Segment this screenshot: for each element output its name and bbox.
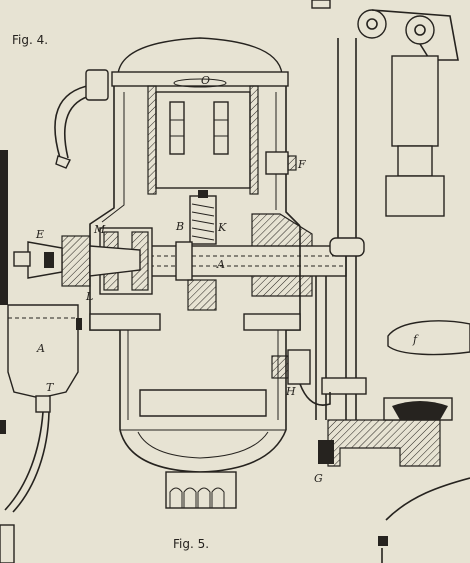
fig4-drawing bbox=[0, 150, 82, 563]
lever-pivot-left bbox=[357, 9, 387, 39]
air-inlet-pipe-inner bbox=[63, 93, 99, 159]
right-assembly bbox=[311, 0, 470, 563]
cup-ribs bbox=[169, 487, 225, 508]
tap-h-body bbox=[287, 349, 311, 385]
main-shaft bbox=[139, 245, 347, 277]
fig5-drawing bbox=[13, 37, 453, 509]
bowl-rim bbox=[139, 389, 267, 417]
label-f: F bbox=[297, 158, 306, 171]
lower-left-flange bbox=[89, 313, 161, 331]
nozzle-end bbox=[13, 251, 31, 267]
chamber-left-guide bbox=[147, 85, 157, 195]
label-a-fig5: A bbox=[216, 258, 225, 271]
fig4-pipe-right bbox=[12, 411, 50, 513]
label-e: E bbox=[35, 228, 44, 241]
spring-coils bbox=[191, 203, 215, 241]
right-lower-pipe bbox=[345, 256, 357, 420]
tap-h-handle bbox=[271, 355, 289, 379]
air-inlet-end bbox=[55, 155, 71, 169]
screw-f-body bbox=[265, 151, 289, 175]
handle-f bbox=[387, 320, 470, 356]
label-b: B bbox=[175, 220, 184, 233]
bowl-outline bbox=[119, 429, 287, 473]
cylinder-neck bbox=[397, 145, 433, 177]
label-f-lower: f bbox=[412, 333, 419, 346]
fig4-fitting bbox=[76, 318, 82, 330]
shaft-collar bbox=[175, 241, 193, 281]
feed-cup bbox=[392, 401, 448, 420]
lever-pivot-right bbox=[405, 15, 435, 45]
fig4-tap bbox=[35, 395, 51, 413]
bottom-cup bbox=[165, 471, 237, 509]
shaft-lower-block bbox=[187, 279, 217, 311]
pipe-elbow bbox=[329, 237, 365, 257]
spring-cap bbox=[198, 190, 208, 198]
tap-h-lever bbox=[299, 383, 331, 406]
cylinder-base bbox=[385, 175, 445, 217]
chamber-slot-left bbox=[169, 101, 185, 155]
valve-g bbox=[318, 440, 334, 464]
label-a-fig4: A bbox=[36, 342, 45, 355]
body-right-wall bbox=[285, 86, 301, 227]
body-left-inner bbox=[101, 92, 125, 223]
top-fitting bbox=[311, 0, 331, 9]
label-g: G bbox=[314, 472, 323, 485]
fig4-pipe-left bbox=[4, 411, 44, 511]
carburettor-top-cover bbox=[117, 37, 283, 75]
label-k: K bbox=[217, 221, 227, 234]
lower-feed-pipe bbox=[327, 419, 441, 467]
chamber-right-guide bbox=[249, 85, 259, 195]
label-t: T bbox=[46, 381, 55, 394]
right-vertical-pipe bbox=[337, 38, 357, 248]
lower-right-lug bbox=[378, 536, 388, 546]
nozzle-cone bbox=[89, 245, 141, 277]
nozzle-nut bbox=[61, 235, 91, 287]
chamber-slot-right bbox=[213, 101, 229, 155]
label-m: M bbox=[93, 223, 106, 236]
label-h: H bbox=[285, 385, 296, 398]
top-nut bbox=[173, 78, 227, 88]
cylinder-body bbox=[391, 55, 439, 147]
bowl-inner bbox=[137, 431, 269, 459]
fig4-caption: Fig. 4. bbox=[12, 33, 48, 47]
lever-arm bbox=[371, 9, 459, 61]
lower-right-flange bbox=[243, 313, 301, 331]
fig4-float-chamber bbox=[7, 304, 79, 399]
fig4-base bbox=[0, 524, 15, 563]
label-o: O bbox=[201, 74, 210, 87]
fig4-clamp bbox=[0, 420, 6, 434]
lower-right-arc bbox=[381, 477, 470, 563]
right-parallel-pipe bbox=[315, 276, 327, 420]
inlet-union-nut bbox=[85, 69, 109, 101]
pipe-clamp bbox=[321, 377, 367, 395]
fig5-caption: Fig. 5. bbox=[173, 537, 209, 551]
label-l: L bbox=[85, 290, 93, 303]
fig4-column bbox=[0, 150, 8, 305]
screw-f-head bbox=[287, 155, 297, 171]
nozzle-jet bbox=[44, 252, 54, 268]
